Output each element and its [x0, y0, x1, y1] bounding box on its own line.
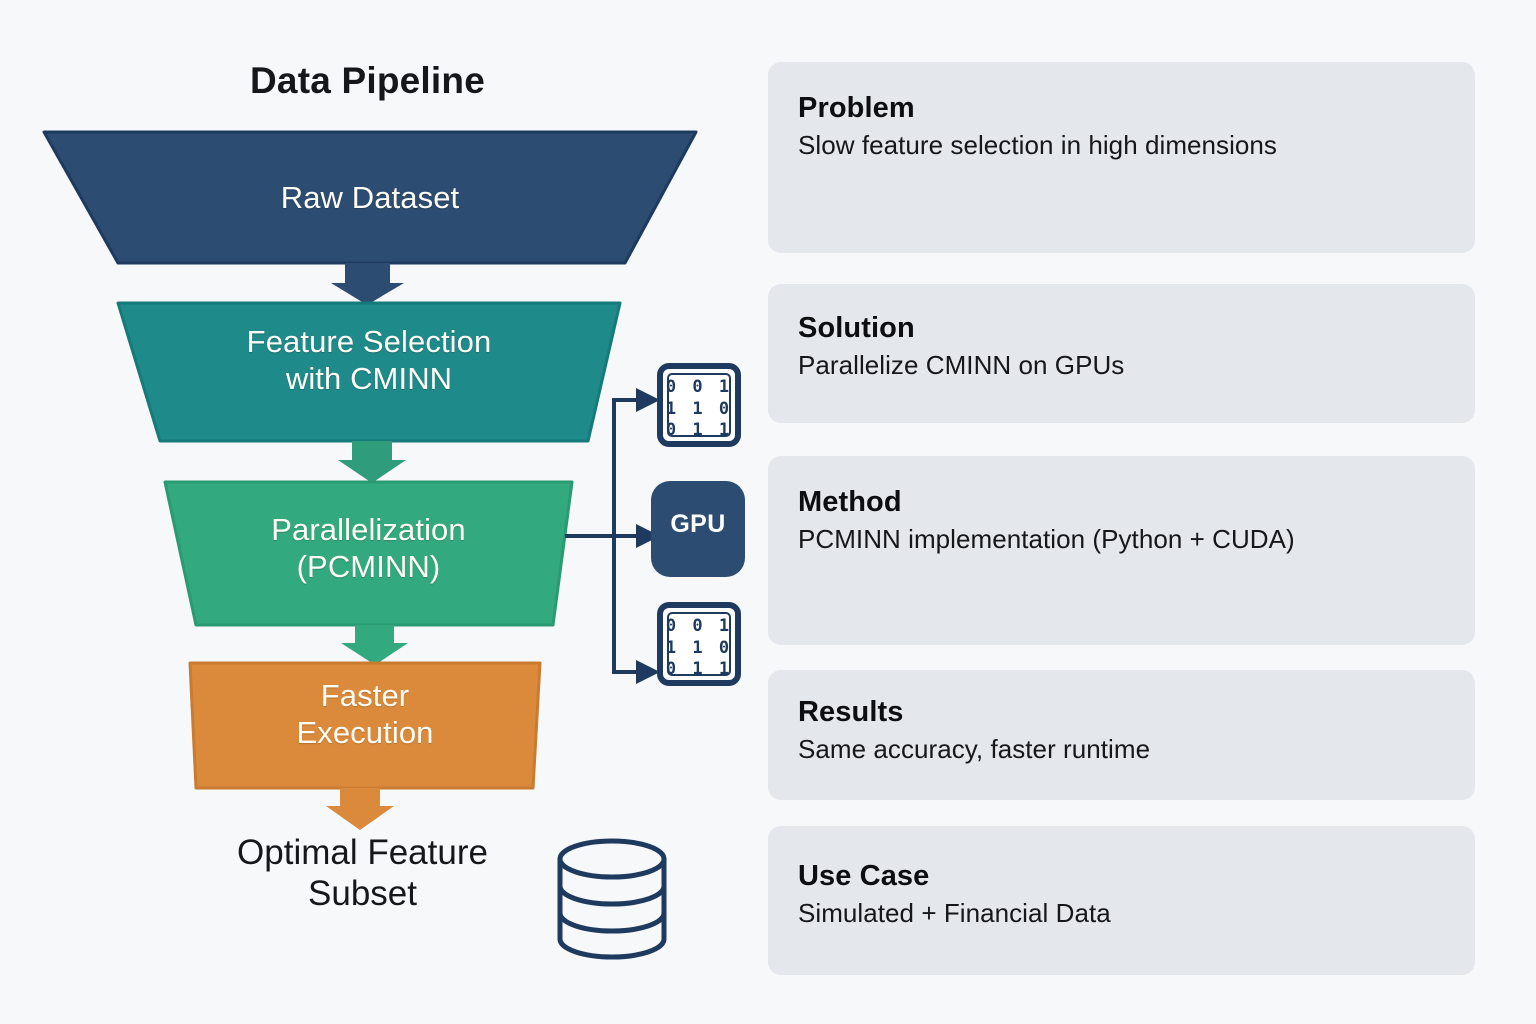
side-connectors — [565, 398, 642, 674]
flow-arrow-2 — [338, 441, 406, 483]
binary-matrix-inner-bottom — [667, 612, 731, 676]
binary-matrix-digits-bottom: 0 0 1 1 1 0 0 1 1 — [665, 616, 733, 680]
info-card-title: Results — [798, 696, 904, 728]
gpu-chip-badge — [651, 481, 745, 577]
binary-matrix-digits-top: 0 0 1 1 1 0 0 1 1 — [665, 377, 733, 441]
funnel-stage-parallelization — [163, 480, 574, 627]
binary-matrix-icon-bottom — [657, 602, 741, 686]
binary-matrix-icon-top — [657, 363, 741, 447]
flow-arrow-3 — [341, 625, 408, 665]
data-pipeline-section: Data Pipeline — [0, 0, 760, 1024]
funnel-stage-faster-execution — [188, 661, 542, 790]
binary-matrix-inner-top — [667, 373, 731, 437]
info-card-title: Solution — [798, 312, 915, 344]
flow-arrow-1 — [331, 263, 404, 305]
pipeline-graphics — [42, 130, 745, 960]
flow-arrow-4 — [326, 788, 394, 830]
info-card-problem[interactable]: Problem Slow feature selection in high d… — [768, 62, 1475, 253]
page-title: Data Pipeline — [250, 60, 485, 101]
info-card-use-case[interactable]: Use Case Simulated + Financial Data — [768, 826, 1475, 975]
database-cylinder-icon — [557, 838, 667, 960]
info-card-body: Parallelize CMINN on GPUs — [798, 350, 1125, 380]
info-card-method[interactable]: Method PCMINN implementation (Python + C… — [768, 456, 1475, 645]
info-card-title: Method — [798, 486, 902, 518]
info-card-body: Simulated + Financial Data — [798, 898, 1111, 928]
info-cards-panel: Problem Slow feature selection in high d… — [768, 0, 1476, 1024]
info-card-body: Slow feature selection in high dimension… — [798, 130, 1277, 160]
funnel-stage-feature-selection — [116, 301, 622, 443]
info-card-results[interactable]: Results Same accuracy, faster runtime — [768, 670, 1475, 800]
outcome-label: Optimal Feature Subset — [237, 833, 488, 914]
funnel-stage-raw-dataset — [42, 130, 698, 265]
side-connector-arrowheads — [636, 388, 660, 684]
info-card-solution[interactable]: Solution Parallelize CMINN on GPUs — [768, 284, 1475, 423]
info-card-body: PCMINN implementation (Python + CUDA) — [798, 524, 1295, 554]
info-card-title: Use Case — [798, 860, 930, 892]
info-card-title: Problem — [798, 92, 915, 124]
info-card-body: Same accuracy, faster runtime — [798, 734, 1151, 764]
gpu-label: GPU — [670, 510, 726, 538]
